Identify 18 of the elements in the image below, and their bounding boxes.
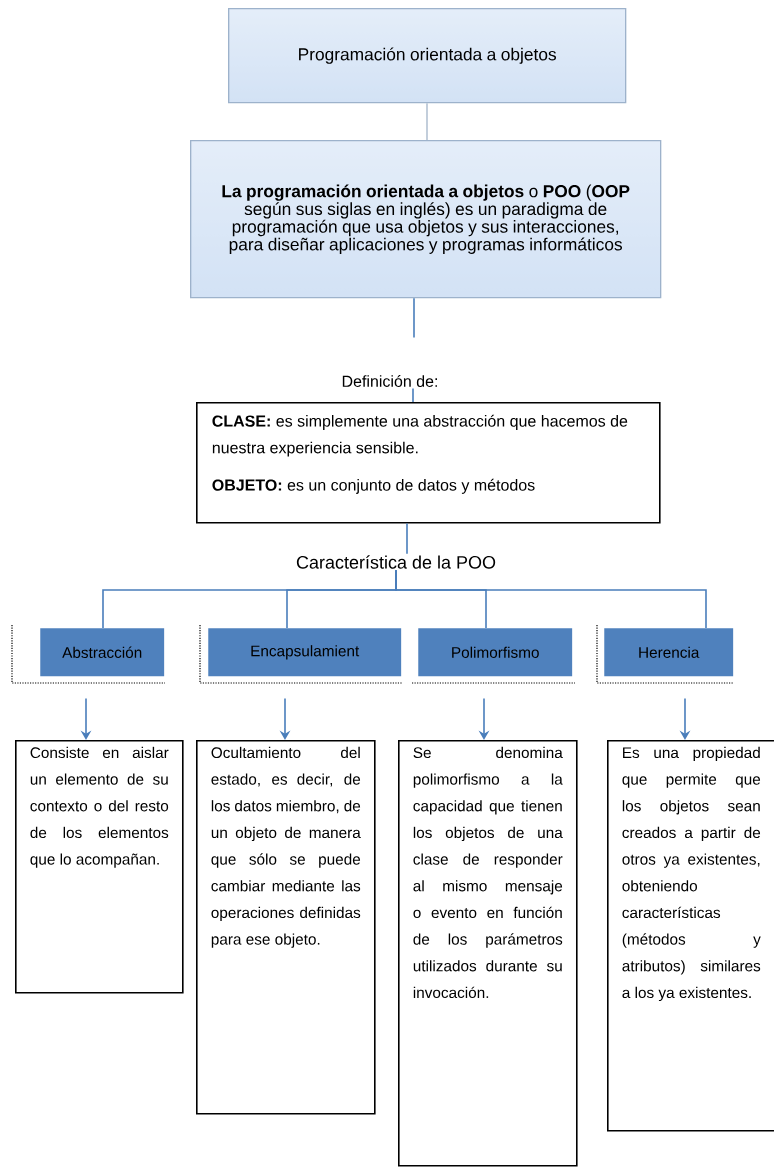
connector-line (412, 387, 414, 403)
description-box: Ocultamiento del estado, es decir, de los datos miembro, de un objeto de manera que sólo se puede cambiar mediante las operaciones definidas para ese objeto. (196, 740, 376, 1115)
connector-line (406, 522, 408, 555)
connector-line (413, 297, 415, 339)
description-box: Consiste en aislar un elemento de su contexto o del resto de los elementos que lo acompañan. (15, 740, 184, 994)
description-box: Se denomina polimorfismo a la capacidad que tienen los objetos de una clase de responder al mismo mensaje o evento en función de los parámetros utilizados durante su invocación. (398, 740, 578, 1167)
definition-box: La programación orientada a objetos o POO (OOP según sus siglas en inglés) es un paradigma de programación que usa objetos y sus interacciones, para diseñar aplicaciones y programas informáticos (190, 140, 662, 299)
category-box: Herencia (604, 628, 734, 677)
title-box: Programación orientada a objetos (228, 8, 627, 104)
category-box: Encapsulamient (208, 628, 402, 677)
definition-box: CLASE: es simplemente una abstracción que hacemos de nuestra experiencia sensible. OBJETO: es un conjunto de datos y métodos (196, 402, 661, 524)
heading-text: Característica de la POO (294, 553, 498, 571)
heading-text: Definición de: (340, 373, 440, 389)
connector-line (426, 102, 428, 141)
description-box: Es una propiedad que permite que los objetos sean creados a partir de otros ya existentes, obteniendo características (métodos y atributos) similares a los ya existentes. (607, 740, 774, 1132)
category-box: Polimorfismo (418, 628, 573, 677)
connector-line (395, 569, 707, 629)
category-box: Abstracción (40, 628, 165, 677)
